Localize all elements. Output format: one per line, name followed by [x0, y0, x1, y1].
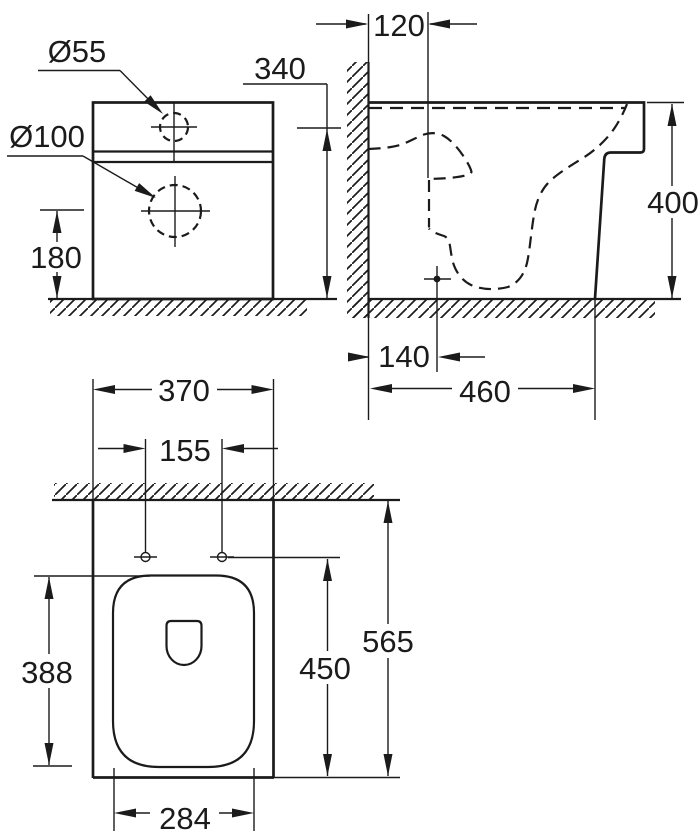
dim-label-565: 565 — [362, 624, 414, 659]
bowl-rim-outline — [111, 574, 256, 769]
dim-155-arrow-left — [123, 444, 146, 453]
dim-label-388: 388 — [21, 655, 73, 690]
dim-label-180: 180 — [30, 240, 82, 275]
dim-180-arrow-down — [52, 276, 62, 298]
dim-120-arrow-left — [346, 19, 368, 29]
plan-view: 370 155 388 450 565 — [21, 373, 414, 836]
dim-450-arrow-up — [323, 559, 332, 581]
side-view: 120 400 140 460 — [316, 8, 699, 420]
outlet-leader-arrowhead — [134, 183, 156, 198]
fixing-hole-right — [216, 551, 228, 563]
fixing-hole-left — [140, 551, 151, 563]
dim-388-arrow-up — [44, 577, 54, 599]
dim-340-arrow-up — [322, 129, 332, 151]
inlet-leader-arrowhead — [144, 95, 163, 114]
side-trap-hidden-curve — [428, 103, 629, 291]
dim-label-140: 140 — [378, 339, 430, 374]
front-view: Ø55 Ø100 340 180 — [7, 34, 341, 316]
dim-180-arrow-up — [52, 211, 62, 233]
dim-140-arrow-right — [438, 352, 460, 362]
dim-label-370: 370 — [158, 373, 210, 408]
dim-565-arrow-down — [383, 754, 393, 776]
dim-label-340: 340 — [254, 51, 306, 86]
dim-340-arrow-down — [322, 276, 332, 298]
dim-400-arrow-up — [667, 104, 677, 126]
side-wall-hatch — [347, 62, 368, 318]
dim-370-arrow-right — [251, 385, 274, 394]
side-profile-outline — [368, 101, 646, 299]
plan-wall-hatch — [54, 483, 374, 499]
side-floor-hatch — [352, 300, 655, 318]
dim-370-arrow-left — [93, 385, 115, 394]
dim-label-155: 155 — [159, 433, 211, 468]
dim-460-arrow-right — [573, 384, 595, 393]
front-floor-hatch — [50, 300, 307, 316]
dim-460-arrow-left — [370, 384, 392, 393]
dim-400-arrow-down — [667, 276, 677, 298]
dim-284-arrow-right — [232, 808, 254, 818]
dim-label-inlet-diameter: Ø55 — [48, 34, 107, 69]
flush-opening-outline — [165, 619, 203, 667]
dim-label-450: 450 — [299, 651, 351, 686]
dim-label-120: 120 — [373, 8, 425, 43]
dim-140-arrow-left — [348, 352, 370, 362]
dim-450-arrow-down — [323, 754, 332, 776]
dim-565-arrow-up — [383, 501, 393, 523]
dim-label-400: 400 — [647, 185, 699, 220]
dim-120-arrow-right — [428, 19, 450, 29]
side-inlet-hidden-outline — [368, 132, 473, 181]
dim-155-arrow-right — [222, 444, 244, 453]
dim-388-arrow-down — [44, 743, 54, 765]
front-body-outline — [91, 101, 275, 301]
dim-label-outlet-diameter: Ø100 — [9, 119, 85, 154]
dim-284-arrow-left — [114, 808, 136, 818]
dim-label-460: 460 — [459, 374, 511, 409]
dim-label-284: 284 — [159, 801, 211, 836]
